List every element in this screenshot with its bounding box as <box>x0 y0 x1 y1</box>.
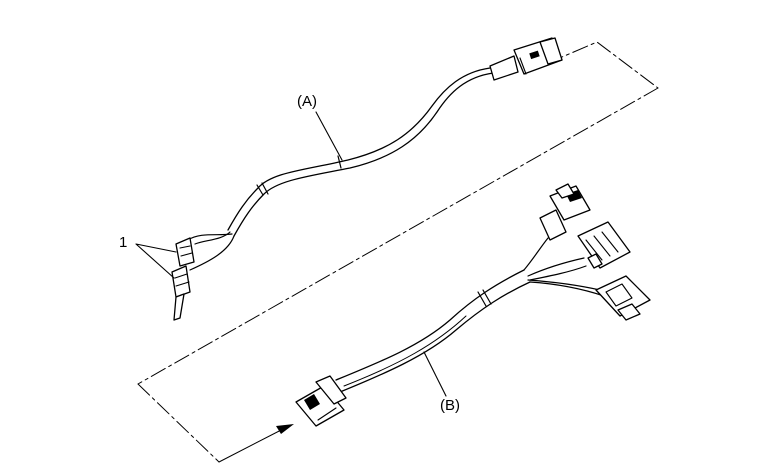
label-harness-b: (B) <box>440 397 460 414</box>
harness-a <box>135 37 563 321</box>
arrow-head <box>276 424 294 434</box>
reference-frame <box>137 41 659 463</box>
harness-b <box>295 183 651 427</box>
callout-number-1: 1 <box>119 234 127 251</box>
label-harness-a: (A) <box>297 93 317 110</box>
